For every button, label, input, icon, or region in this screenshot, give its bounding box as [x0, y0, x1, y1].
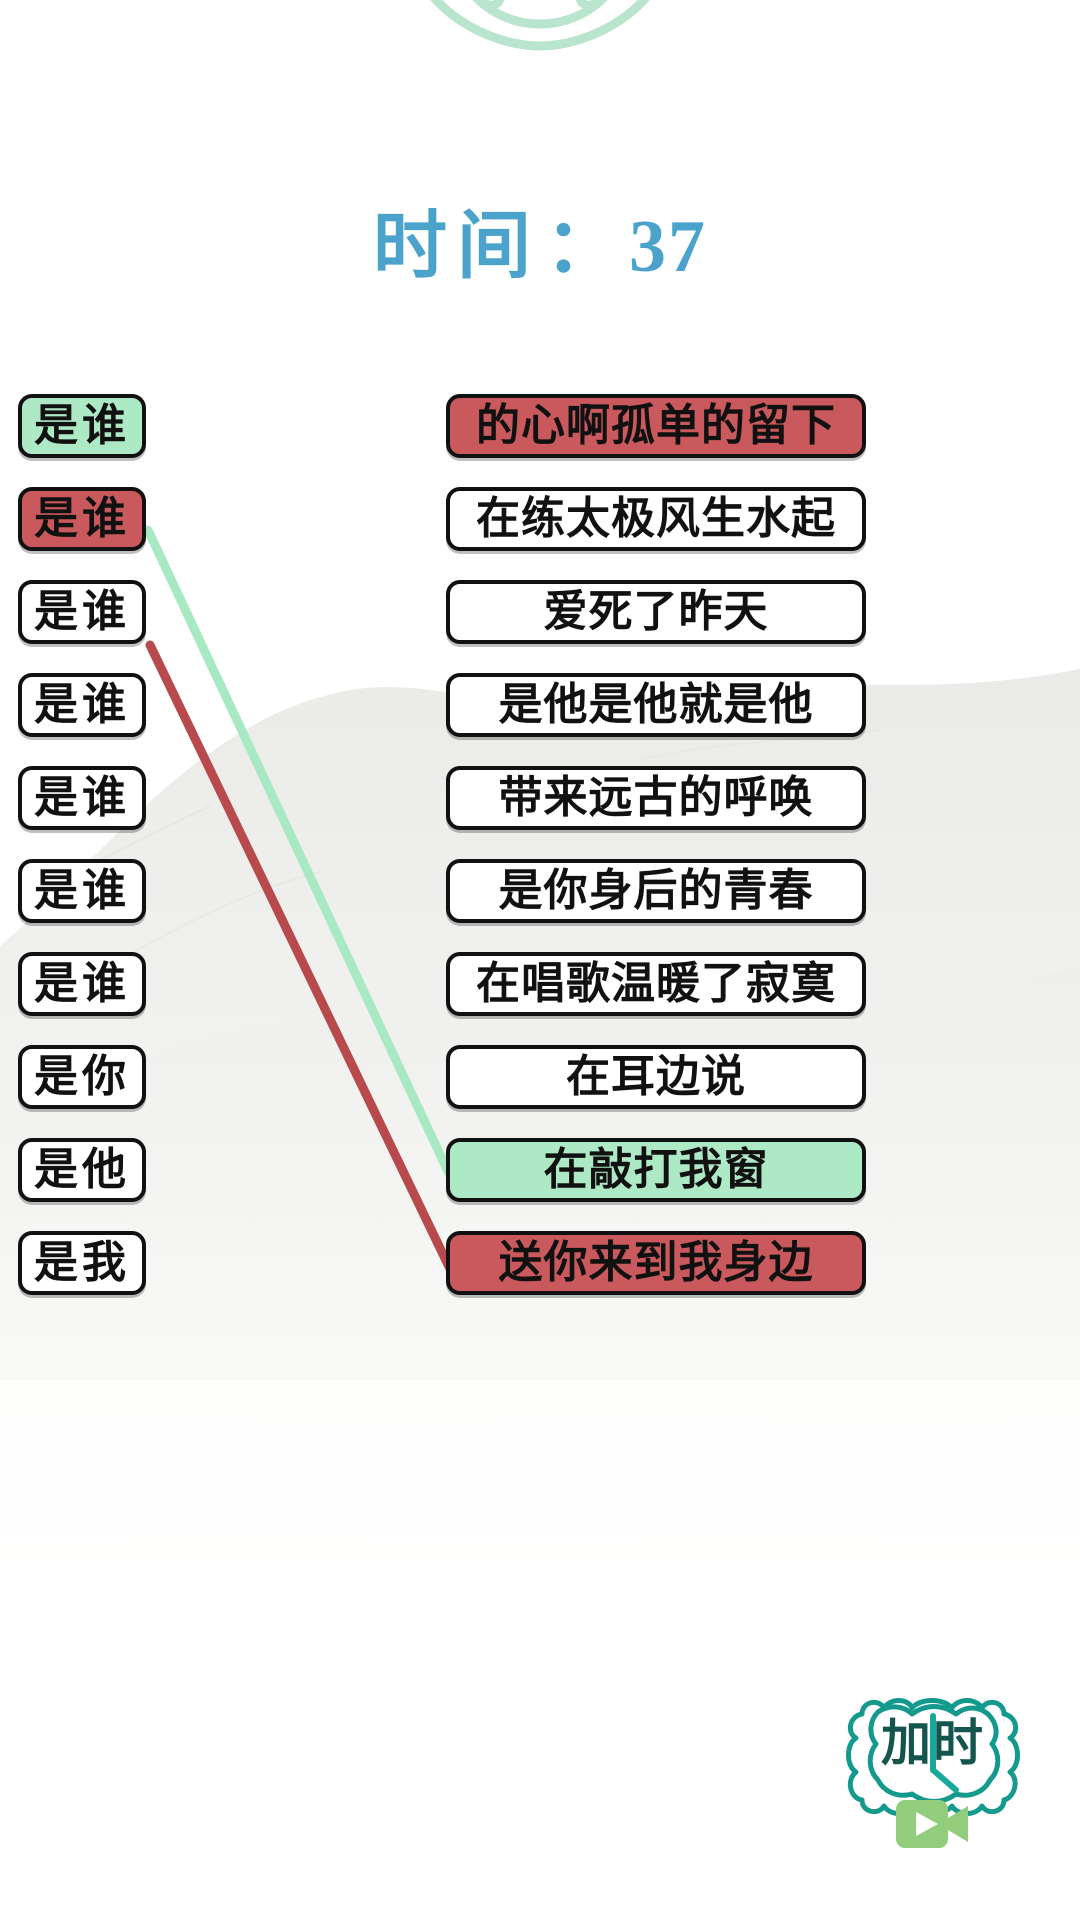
left-tile[interactable]: 是我 — [18, 1231, 146, 1295]
left-tile[interactable]: 是谁 — [18, 952, 146, 1016]
add-time-label: 加时 — [881, 1715, 985, 1771]
right-tile[interactable]: 爱死了昨天 — [446, 580, 866, 644]
left-tile-label: 是谁 — [34, 494, 130, 543]
right-tile-label: 爱死了昨天 — [543, 587, 769, 636]
right-tile-label: 带来远古的呼唤 — [498, 773, 814, 822]
right-tile[interactable]: 在敲打我窗 — [446, 1138, 866, 1202]
left-tile[interactable]: 是谁 — [18, 487, 146, 551]
right-tile[interactable]: 在耳边说 — [446, 1045, 866, 1109]
left-tile[interactable]: 是谁 — [18, 859, 146, 923]
left-tile-label: 是谁 — [34, 959, 130, 1008]
right-tile-label: 的心啊孤单的留下 — [476, 401, 836, 450]
add-time-button[interactable]: 加时 — [838, 1692, 1028, 1862]
right-tile-label: 在敲打我窗 — [543, 1145, 769, 1194]
left-tile-label: 是他 — [34, 1145, 130, 1194]
right-tile[interactable]: 在唱歌温暖了寂寞 — [446, 952, 866, 1016]
left-tile[interactable]: 是谁 — [18, 673, 146, 737]
right-tile[interactable]: 在练太极风生水起 — [446, 487, 866, 551]
right-answer-column: 的心啊孤单的留下 在练太极风生水起 爱死了昨天 是他是他就是他 带来远古的呼唤 … — [446, 394, 866, 1324]
right-tile-label: 在练太极风生水起 — [476, 494, 836, 543]
left-tile[interactable]: 是你 — [18, 1045, 146, 1109]
left-answer-column: 是谁 是谁 是谁 是谁 是谁 是谁 是谁 是你 是他 是我 — [18, 394, 146, 1324]
right-tile[interactable]: 送你来到我身边 — [446, 1231, 866, 1295]
right-tile[interactable]: 的心啊孤单的留下 — [446, 394, 866, 458]
left-tile-label: 是我 — [34, 1238, 130, 1287]
left-tile-label: 是你 — [34, 1052, 130, 1101]
left-tile[interactable]: 是他 — [18, 1138, 146, 1202]
right-tile-label: 是他是他就是他 — [498, 680, 814, 729]
right-tile[interactable]: 是你身后的青春 — [446, 859, 866, 923]
right-tile[interactable]: 是他是他就是他 — [446, 673, 866, 737]
right-tile-label: 在耳边说 — [566, 1052, 746, 1101]
right-tile[interactable]: 带来远古的呼唤 — [446, 766, 866, 830]
left-tile[interactable]: 是谁 — [18, 580, 146, 644]
right-tile-label: 是你身后的青春 — [498, 866, 814, 915]
right-tile-label: 送你来到我身边 — [498, 1238, 814, 1287]
video-play-icon[interactable] — [894, 1796, 972, 1852]
right-tile-label: 在唱歌温暖了寂寞 — [476, 959, 836, 1008]
left-tile[interactable]: 是谁 — [18, 394, 146, 458]
left-tile-label: 是谁 — [34, 587, 130, 636]
left-tile-label: 是谁 — [34, 773, 130, 822]
left-tile-label: 是谁 — [34, 401, 130, 450]
left-tile[interactable]: 是谁 — [18, 766, 146, 830]
left-tile-label: 是谁 — [34, 680, 130, 729]
left-tile-label: 是谁 — [34, 866, 130, 915]
